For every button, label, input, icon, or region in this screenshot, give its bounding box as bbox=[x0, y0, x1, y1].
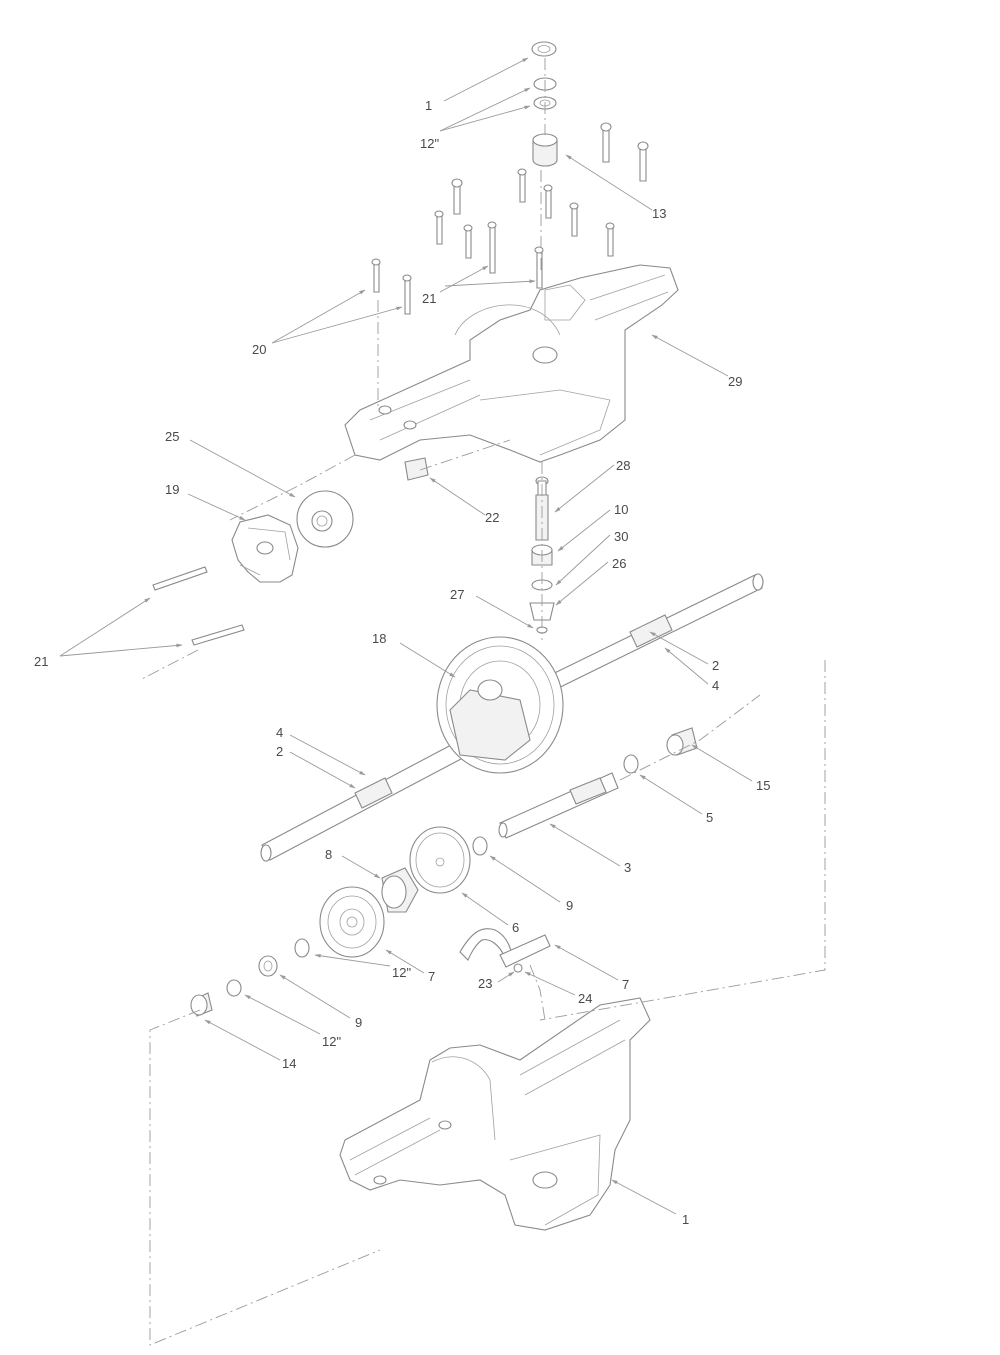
callout-21-top: 21 bbox=[422, 291, 436, 306]
key-part bbox=[404, 457, 429, 481]
callout-2-left: 2 bbox=[276, 744, 283, 759]
callout-27: 27 bbox=[450, 587, 464, 602]
leader-lines bbox=[59, 57, 753, 1215]
callout-30: 30 bbox=[614, 529, 628, 544]
callout-25: 25 bbox=[165, 429, 179, 444]
callout-26: 26 bbox=[612, 556, 626, 571]
callout-2-right: 2 bbox=[712, 658, 719, 673]
callout-20: 20 bbox=[252, 342, 266, 357]
housing-bolts-part bbox=[371, 122, 649, 315]
callout-12-mid: 12" bbox=[392, 965, 411, 980]
callout-23: 23 bbox=[478, 976, 492, 991]
callout-13: 13 bbox=[652, 206, 666, 221]
callout-19: 19 bbox=[165, 482, 179, 497]
thrust-washer-9-part bbox=[472, 836, 488, 856]
brake-disc-part bbox=[296, 490, 354, 548]
callout-7-mid: 7 bbox=[428, 969, 435, 984]
bearing-9-part bbox=[258, 955, 278, 977]
callout-12-low: 12" bbox=[322, 1034, 341, 1049]
callout-9-mid: 9 bbox=[566, 898, 573, 913]
callout-4-left: 4 bbox=[276, 725, 283, 740]
sprocket-7-part bbox=[319, 886, 385, 958]
callout-12-top: 12" bbox=[420, 136, 439, 151]
callout-18: 18 bbox=[372, 631, 386, 646]
callout-6: 6 bbox=[512, 920, 519, 935]
spur-gear-8-part bbox=[381, 867, 419, 913]
callout-8: 8 bbox=[325, 847, 332, 862]
small-washer-5-part bbox=[623, 754, 639, 774]
brake-shaft-part bbox=[498, 772, 619, 839]
callout-15: 15 bbox=[756, 778, 770, 793]
callout-labels: 1 12" 13 21 20 29 25 19 22 28 10 30 26 2… bbox=[34, 98, 770, 1227]
shift-fork-part bbox=[459, 928, 551, 973]
callout-14: 14 bbox=[282, 1056, 296, 1071]
callout-1-top: 1 bbox=[425, 98, 432, 113]
callout-5: 5 bbox=[706, 810, 713, 825]
callout-1-bottom: 1 bbox=[682, 1212, 689, 1227]
washer-12-low-part bbox=[226, 979, 242, 997]
callout-9-low: 9 bbox=[355, 1015, 362, 1030]
callout-24: 24 bbox=[578, 991, 592, 1006]
lower-housing-part bbox=[339, 997, 651, 1231]
bushing-15-part bbox=[666, 727, 698, 756]
retaining-ring-part bbox=[531, 41, 557, 57]
assembly-centerlines bbox=[139, 58, 826, 1346]
callout-10: 10 bbox=[614, 502, 628, 517]
callout-28: 28 bbox=[616, 458, 630, 473]
callout-4-right: 4 bbox=[712, 678, 719, 693]
differential-gear-part bbox=[436, 636, 564, 774]
large-gear-6-part bbox=[409, 826, 471, 894]
callout-29: 29 bbox=[728, 374, 742, 389]
callout-3: 3 bbox=[624, 860, 631, 875]
top-bushing-part bbox=[532, 133, 558, 167]
bushing-14-part bbox=[190, 992, 213, 1017]
callout-7-right: 7 bbox=[622, 977, 629, 992]
callout-21-left: 21 bbox=[34, 654, 48, 669]
small-washer-12-part bbox=[294, 938, 310, 958]
right-axle-part bbox=[529, 573, 764, 699]
long-bolts-part bbox=[152, 566, 245, 646]
brake-assembly-part bbox=[231, 514, 299, 583]
callout-22: 22 bbox=[485, 510, 499, 525]
upper-housing-part bbox=[344, 264, 679, 463]
